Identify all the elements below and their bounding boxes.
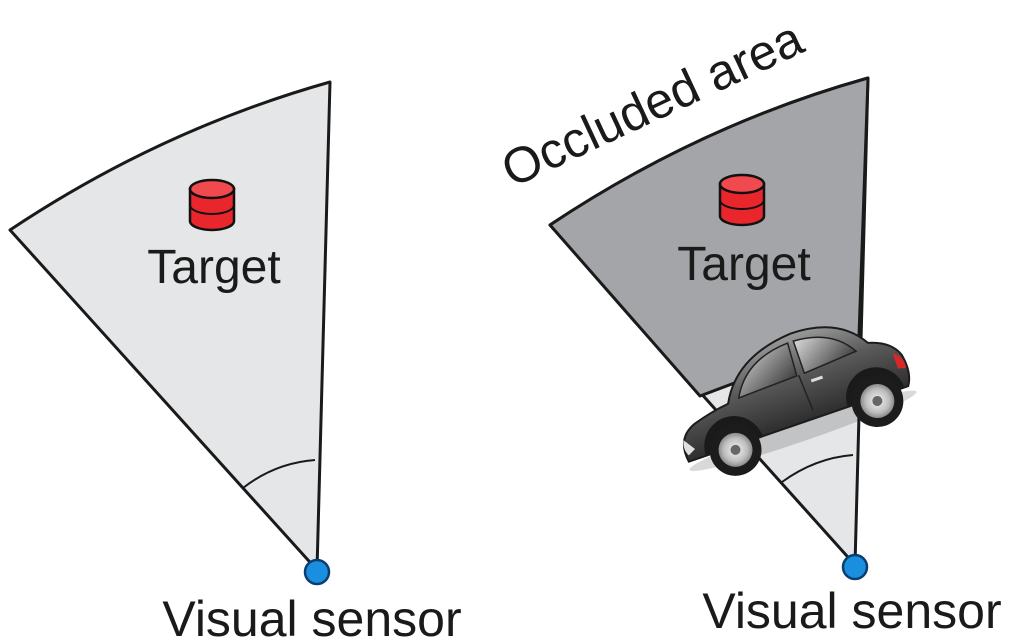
target-icon — [188, 178, 236, 232]
target-icon — [718, 173, 766, 227]
car-icon — [682, 326, 917, 476]
target-label: Target — [147, 241, 280, 294]
view-angle-arc — [242, 459, 316, 489]
sensor-dot-icon — [303, 558, 331, 586]
sensor-label: Visual sensor — [702, 583, 1001, 639]
occluded-region — [548, 76, 870, 398]
sensor-dot-icon — [841, 553, 869, 581]
view-angle-arc — [781, 454, 854, 483]
left-panel: Target Visual sensor — [8, 80, 462, 644]
right-panel: Target Occluded area — [493, 10, 1002, 639]
target-label: Target — [677, 238, 810, 291]
sensor-label: Visual sensor — [162, 591, 461, 644]
field-of-view-wedge — [8, 80, 332, 572]
